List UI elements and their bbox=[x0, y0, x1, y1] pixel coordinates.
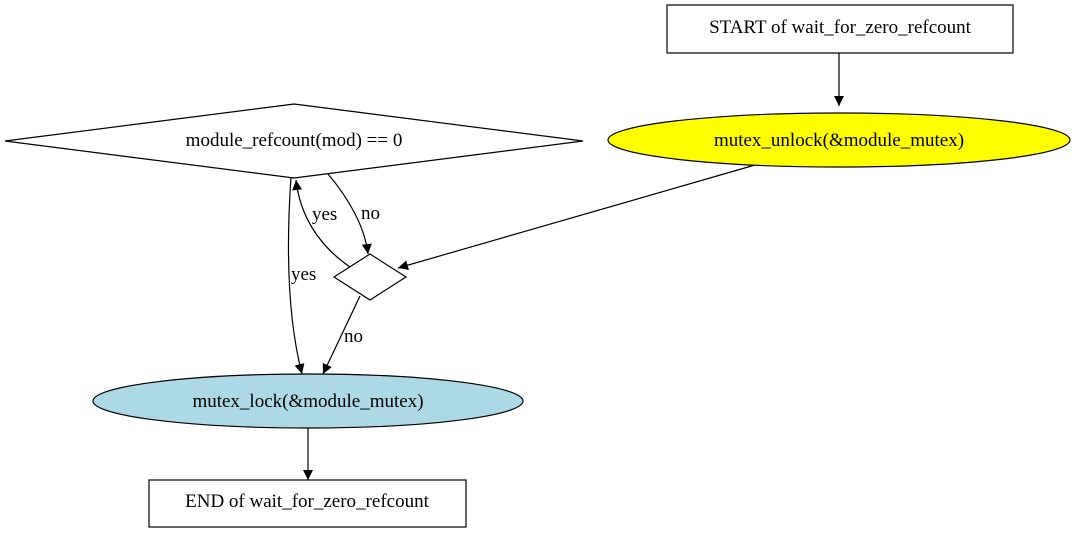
edge-line bbox=[327, 173, 372, 255]
node-end-label: END of wait_for_zero_refcount bbox=[185, 491, 429, 512]
node-unlock-label: mutex_unlock(&module_mutex) bbox=[714, 130, 964, 151]
edge-line bbox=[292, 179, 351, 268]
edge-cond-to-lock-yes: yes bbox=[287, 176, 316, 375]
node-cond: module_refcount(mod) == 0 bbox=[4, 103, 584, 179]
node-junction bbox=[332, 253, 408, 301]
node-lock: mutex_lock(&module_mutex) bbox=[92, 373, 524, 429]
node-start-box bbox=[666, 4, 1014, 54]
edge-label-no: no bbox=[361, 203, 380, 224]
edge-line bbox=[397, 164, 756, 271]
node-end: END of wait_for_zero_refcount bbox=[148, 479, 467, 528]
edge-junction-to-lock-no: no bbox=[322, 295, 363, 375]
node-unlock: mutex_unlock(&module_mutex) bbox=[607, 112, 1071, 168]
node-junction-diamond bbox=[332, 253, 408, 301]
edge-junction-to-cond-yes: yes bbox=[292, 179, 351, 268]
edge-unlock-to-junction bbox=[397, 164, 756, 271]
node-end-box bbox=[148, 479, 467, 528]
node-cond-diamond bbox=[4, 103, 584, 179]
node-lock-ellipse bbox=[92, 373, 524, 429]
edge-cond-to-junction-no: no bbox=[327, 173, 380, 255]
edge-label-no: no bbox=[344, 326, 363, 347]
node-cond-label: module_refcount(mod) == 0 bbox=[186, 130, 403, 151]
edge-line bbox=[322, 295, 361, 375]
edge-label-yes: yes bbox=[291, 264, 316, 285]
node-unlock-ellipse bbox=[607, 112, 1071, 168]
node-lock-label: mutex_lock(&module_mutex) bbox=[192, 391, 423, 412]
node-start: START of wait_for_zero_refcount bbox=[666, 4, 1014, 54]
node-start-label: START of wait_for_zero_refcount bbox=[709, 17, 972, 38]
edge-line bbox=[287, 176, 305, 375]
edge-label-yes: yes bbox=[312, 204, 337, 225]
